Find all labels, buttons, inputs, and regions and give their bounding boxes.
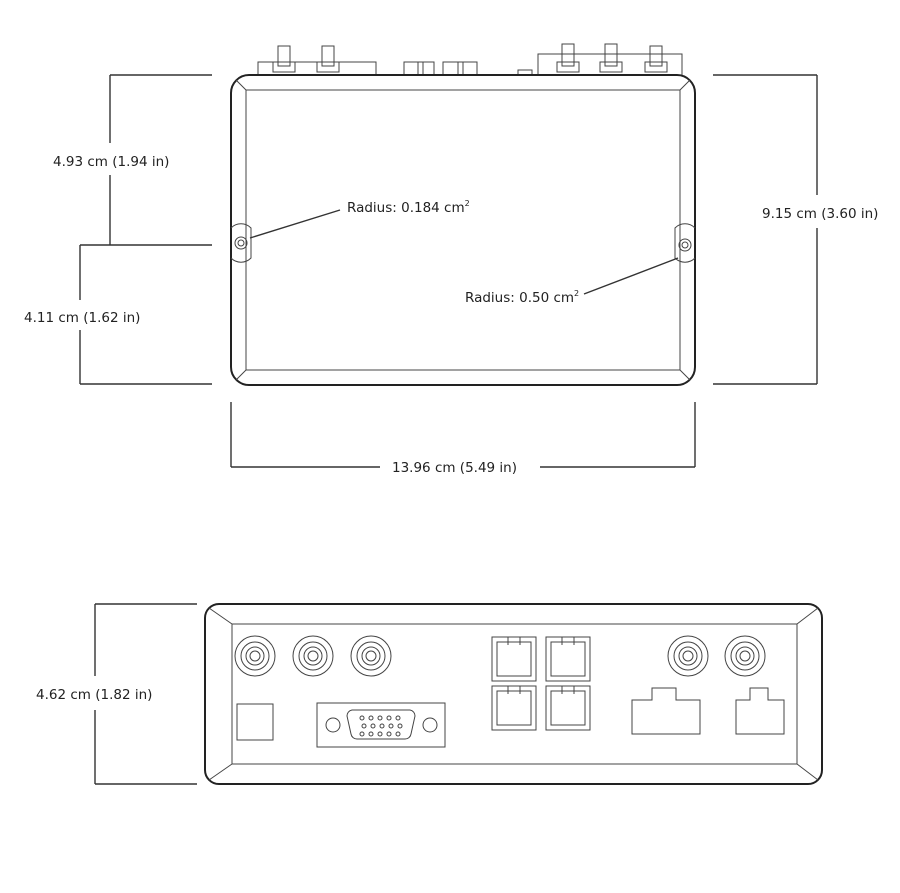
dim-width-label: 13.96 cm (5.49 in) (392, 460, 517, 476)
top-view: 4.93 cm (1.94 in) 4.11 cm (1.62 in) 9.15… (24, 43, 878, 476)
dim-front-height (94, 603, 197, 785)
radius-right-leader (583, 257, 679, 295)
dim-upper-height-label: 4.93 cm (1.94 in) (53, 154, 169, 170)
front-panel-outline (204, 603, 823, 785)
vga-port (316, 702, 446, 748)
sma-connector-2 (292, 635, 334, 677)
vga-pins (359, 715, 403, 737)
dim-upper-height (109, 74, 212, 246)
top-connectors (257, 43, 683, 77)
housing-outline (230, 74, 696, 386)
dim-total-height-label: 9.15 cm (3.60 in) (762, 206, 878, 222)
front-view: 4.62 cm (1.82 in) (36, 603, 823, 785)
radius-right-label: Radius: 0.50 cm2 (465, 289, 579, 306)
housing-inner-panel (245, 89, 681, 371)
dim-lower-height-label: 4.11 cm (1.62 in) (24, 310, 140, 326)
ethernet-port-1 (631, 687, 701, 735)
dim-total-height (713, 74, 818, 385)
sma-connector-1 (234, 635, 276, 677)
power-jack (236, 703, 274, 741)
left-screw (230, 223, 252, 263)
right-screw (674, 223, 696, 263)
quad-port-block (491, 636, 591, 731)
radius-left-leader (249, 209, 341, 239)
sma-connector-4 (667, 635, 709, 677)
dim-width (230, 402, 696, 468)
dim-lower-height (79, 244, 212, 385)
ethernet-port-2 (735, 687, 785, 735)
dim-front-height-label: 4.62 cm (1.82 in) (36, 687, 152, 703)
sma-connector-3 (350, 635, 392, 677)
front-panel-inner (231, 623, 798, 765)
sma-connector-5 (724, 635, 766, 677)
radius-left-label: Radius: 0.184 cm2 (347, 199, 470, 216)
